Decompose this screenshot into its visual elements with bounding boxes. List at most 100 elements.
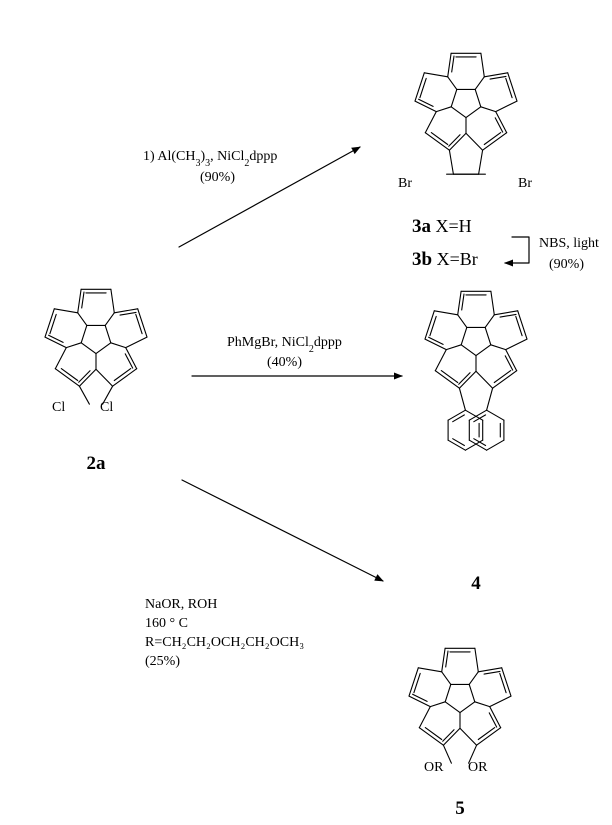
rim-bond	[477, 667, 503, 673]
aromatic-double-bond	[424, 727, 443, 741]
hub-bond	[460, 326, 468, 346]
rim-bond	[125, 347, 138, 370]
rim-bond	[53, 308, 79, 314]
spoke-bond	[490, 344, 507, 351]
rim-bond	[459, 727, 478, 746]
outer-bond	[414, 72, 425, 102]
hub-bond	[459, 701, 476, 714]
outer-bond	[424, 310, 435, 340]
hub-bond	[104, 324, 112, 344]
bromine-left-label: Br	[398, 176, 412, 191]
methylation-arrow	[178, 146, 361, 248]
aromatic-double-bond	[78, 370, 91, 383]
hub-bond	[444, 683, 452, 703]
rim-bond	[475, 370, 494, 389]
outer-bond	[408, 667, 419, 697]
rim-bond	[505, 349, 518, 372]
chlorine-right-label: Cl	[100, 400, 113, 415]
outer-bond	[112, 368, 138, 387]
rim-bond	[95, 368, 114, 387]
rim-bond	[125, 336, 148, 349]
rim-bond	[493, 310, 519, 316]
spoke-bond	[480, 106, 497, 113]
rim-bond	[465, 132, 484, 151]
aromatic-double-bond	[81, 291, 85, 309]
compound-3b-label: 3b X=Br	[412, 249, 478, 270]
aromatic-double-bond	[442, 729, 455, 742]
aromatic-double-bond	[461, 293, 465, 311]
rim-bond	[458, 370, 477, 389]
aromatic-double-bond	[428, 336, 444, 345]
ch2-bond	[448, 149, 454, 175]
c-o-bond	[442, 744, 452, 764]
rim-bond	[489, 706, 502, 729]
aromatic-double-bond	[489, 75, 507, 80]
spoke-bond	[484, 314, 495, 328]
hub-bond	[468, 683, 476, 703]
compound-2a-label: 2a	[87, 453, 107, 474]
phenyl-ring-bond	[464, 439, 484, 451]
alkoxy-right-label: OR	[468, 760, 488, 775]
outer-bond	[424, 132, 450, 151]
outer-bond	[492, 370, 518, 389]
rim-bond	[424, 338, 447, 351]
aromatic-double-bond	[458, 372, 471, 385]
aromatic-double-bond	[49, 313, 57, 335]
bromination-reagents: NBS, light	[539, 236, 599, 251]
rim-bond	[495, 100, 518, 113]
outer-bond	[54, 368, 80, 387]
aromatic-double-bond	[483, 670, 501, 675]
spoke-bond	[441, 671, 452, 685]
bromination-yield: (90%)	[549, 257, 584, 272]
bromine-right-label: Br	[518, 176, 532, 191]
aromatic-double-bond	[413, 672, 421, 694]
rim-bond	[434, 349, 447, 372]
aromatic-double-bond	[124, 353, 134, 369]
rim-bond	[433, 310, 459, 316]
rim-bond	[457, 290, 462, 316]
aromatic-double-bond	[419, 77, 427, 99]
rim-bond	[490, 290, 495, 316]
spoke-bond	[447, 76, 458, 90]
etherification-temperature: 160 ° C	[145, 616, 188, 631]
spoke-bond	[474, 701, 491, 708]
spoke-bond	[104, 312, 115, 326]
alkoxy-left-label: OR	[424, 760, 444, 775]
aromatic-double-bond	[515, 315, 523, 337]
outer-bond	[476, 727, 502, 746]
spoke-bond	[110, 342, 127, 349]
outer-bond	[507, 72, 518, 102]
phenyl-ring-bond	[486, 409, 505, 421]
bromination-arrow	[504, 236, 530, 267]
c-phenyl-bond	[458, 387, 466, 411]
aromatic-double-bond	[499, 313, 517, 318]
hub-bond	[450, 106, 467, 119]
rim-bond	[495, 111, 508, 134]
etherification-reagents: NaOR, ROH	[145, 597, 217, 612]
etherification-r-group: R=CH₂CH₂OCH₂CH₂OCH₃	[145, 635, 304, 650]
spoke-bond	[445, 344, 462, 351]
aromatic-double-bond	[430, 132, 449, 146]
aromatic-double-bond	[505, 77, 513, 99]
phenyl-ring-bond	[447, 409, 466, 421]
rim-bond	[417, 667, 443, 673]
c-cl-bond	[102, 385, 114, 405]
rim-bond	[77, 288, 82, 314]
aromatic-double-bond	[440, 370, 459, 384]
hub-bond	[475, 344, 492, 357]
outer-bond	[482, 132, 508, 151]
aromatic-double-bond	[493, 370, 512, 384]
hub-bond	[450, 88, 458, 108]
rim-bond	[408, 695, 431, 708]
etherification-arrow	[181, 479, 384, 582]
hub-bond	[474, 88, 482, 108]
aromatic-double-bond	[504, 355, 514, 371]
aromatic-double-bond	[483, 132, 502, 146]
aromatic-double-bond	[451, 55, 455, 73]
spoke-bond	[435, 106, 452, 113]
aromatic-double-bond	[60, 368, 79, 382]
c-cl-bond	[78, 385, 90, 405]
rim-bond	[447, 52, 452, 78]
compound-4-label: 4	[471, 573, 481, 594]
